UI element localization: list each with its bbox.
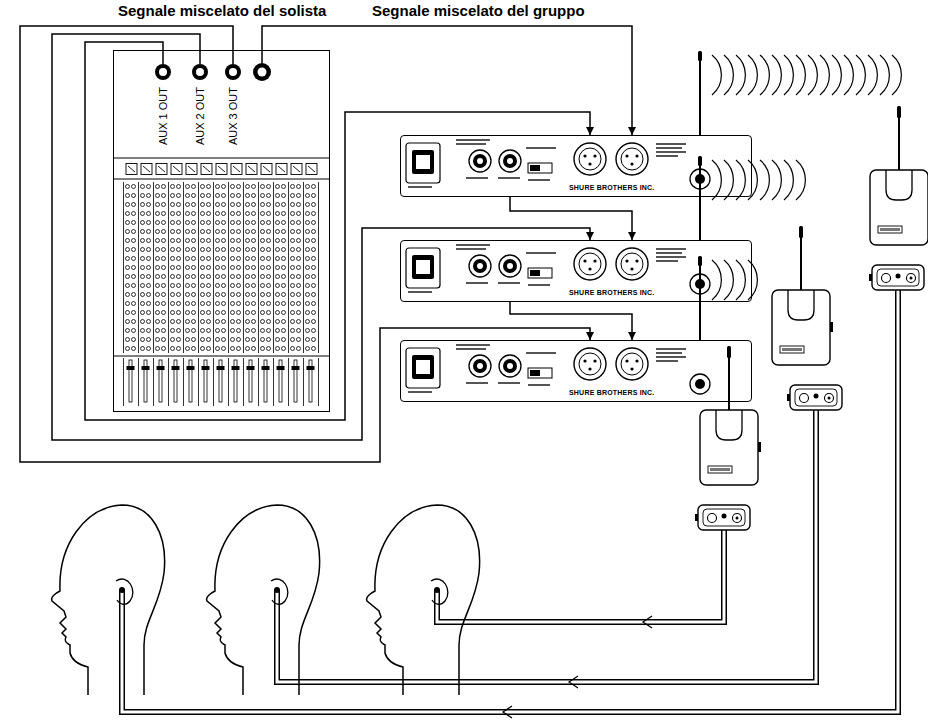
radio-wave	[796, 160, 805, 200]
radio-wave	[748, 160, 757, 200]
mixing-console: AUX 1 OUT AUX 2 OUT AUX 3 OUT	[113, 50, 330, 412]
radio-wave	[880, 55, 889, 95]
bodypack-receiver	[772, 226, 833, 365]
radio-wave	[736, 55, 745, 95]
earphone-cable	[122, 290, 898, 712]
signal-heading: Segnale miscelato del gruppo	[372, 2, 585, 20]
signal-heading: Segnale miscelato del solista	[118, 2, 326, 20]
radio-wave	[712, 260, 721, 300]
aux-jack	[159, 68, 167, 76]
transmitter: SHURE BROTHERS INC.	[400, 135, 752, 197]
listener-head	[52, 505, 165, 695]
radio-wave	[796, 55, 805, 95]
signal-cable	[510, 197, 632, 240]
earphone-cable	[277, 410, 816, 682]
brand-label: SHURE BROTHERS INC.	[569, 389, 654, 397]
radio-wave	[712, 160, 721, 200]
radio-wave	[724, 160, 733, 200]
signal-cable	[85, 42, 590, 420]
aux-jack	[229, 68, 237, 76]
brand-label: SHURE BROTHERS INC.	[569, 184, 654, 192]
radio-wave	[832, 55, 841, 95]
transmitter-panel	[406, 51, 710, 189]
radio-wave	[736, 260, 745, 300]
radio-wave	[712, 55, 721, 95]
earphone-cable	[122, 290, 898, 712]
transmitter-panel	[406, 156, 710, 294]
main-jack	[258, 68, 267, 77]
mixer-console	[113, 50, 330, 406]
radio-wave	[748, 260, 757, 300]
channel-buttons	[124, 162, 319, 176]
earphone-control	[787, 385, 842, 410]
bodypack-receiver	[870, 106, 928, 245]
jack-lead	[232, 50, 234, 64]
earphone-control	[869, 265, 924, 290]
radio-wave	[772, 160, 781, 200]
jack-lead	[162, 50, 164, 64]
earphone-cable	[437, 530, 724, 622]
transmitter: SHURE BROTHERS INC.	[400, 240, 752, 302]
jack-lead	[261, 50, 263, 63]
panel-line	[113, 179, 330, 180]
signal-arrow	[503, 706, 512, 718]
main-jack	[253, 63, 271, 81]
radio-wave	[844, 55, 853, 95]
radio-wave	[748, 55, 757, 95]
radio-wave	[784, 160, 793, 200]
transmitter: SHURE BROTHERS INC.	[400, 340, 752, 402]
radio-wave	[760, 55, 769, 95]
signal-cable	[510, 302, 632, 340]
earphone-cables	[122, 290, 898, 718]
channel-faders	[123, 358, 319, 406]
radio-wave	[724, 260, 733, 300]
signal-cable	[262, 26, 632, 135]
radio-wave	[784, 55, 793, 95]
panel-line	[113, 158, 330, 159]
earphone-control	[695, 505, 750, 530]
listener-head	[367, 505, 480, 695]
signal-arrow	[643, 616, 652, 628]
earphone-cable	[277, 410, 816, 682]
aux-jack	[192, 64, 208, 80]
channel-knobs	[123, 182, 319, 353]
aux-label: AUX 1 OUT	[157, 87, 170, 145]
radio-wave	[820, 55, 829, 95]
earphone-cable	[437, 530, 724, 622]
listener-head	[207, 505, 320, 695]
radio-wave	[772, 55, 781, 95]
radio-wave	[856, 55, 865, 95]
radio-wave	[808, 55, 817, 95]
aux-jack	[155, 64, 171, 80]
transmitter-panel	[406, 256, 710, 394]
radio-wave	[724, 55, 733, 95]
panel-line	[113, 355, 330, 356]
signal-cable	[52, 34, 590, 440]
brand-label: SHURE BROTHERS INC.	[569, 289, 654, 297]
radio-wave	[868, 55, 877, 95]
radio-wave	[736, 160, 745, 200]
signal-cable	[20, 26, 590, 462]
aux-label: AUX 3 OUT	[227, 87, 240, 145]
radio-wave	[760, 160, 769, 200]
signal-arrow	[569, 676, 578, 688]
aux-label: AUX 2 OUT	[194, 87, 207, 145]
jack-lead	[199, 50, 201, 64]
aux-jack	[225, 64, 241, 80]
aux-jack	[196, 68, 204, 76]
radio-wave	[892, 55, 901, 95]
